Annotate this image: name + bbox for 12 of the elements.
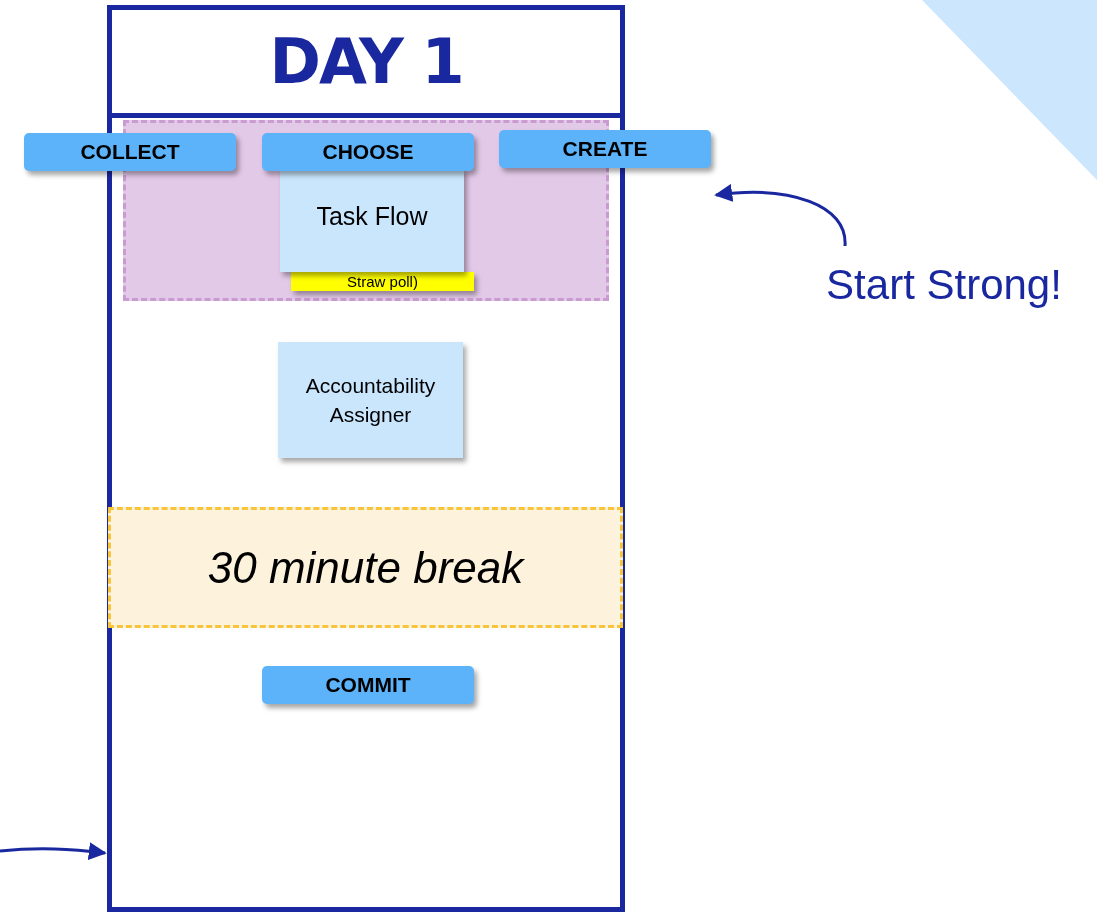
- sticky-note: Straw poll): [291, 272, 474, 291]
- arrow: [0, 842, 107, 861]
- sticky-note: Task Flow: [280, 168, 464, 272]
- callout-text: Start Strong!: [808, 255, 1080, 315]
- stage-label: COLLECT: [24, 133, 236, 171]
- stage-label: CREATE: [499, 130, 711, 168]
- arrow: [714, 184, 847, 247]
- stage-label: CHOOSE: [262, 133, 474, 171]
- stage-label: COMMIT: [262, 666, 474, 704]
- column-heading: DAY 1: [269, 25, 463, 98]
- sticky-note: Accountability Assigner: [278, 342, 463, 458]
- break-band: 30 minute break: [108, 507, 623, 628]
